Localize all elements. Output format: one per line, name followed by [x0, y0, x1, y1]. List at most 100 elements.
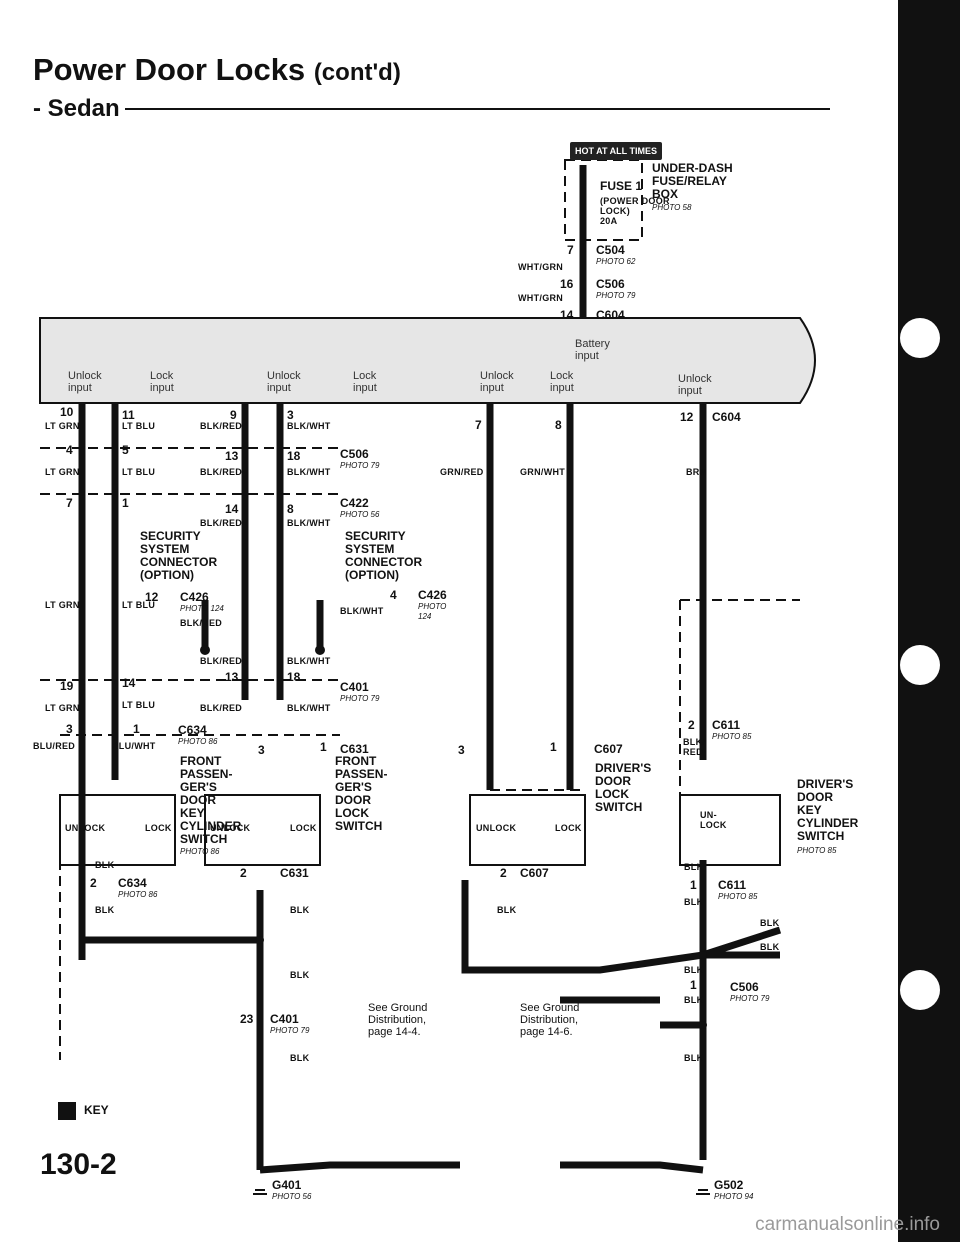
pin-13-c401: 13 — [225, 670, 239, 684]
wire-lt-grn-4: LT GRN — [45, 703, 80, 713]
c426b-label: C426 — [418, 588, 447, 602]
wire-grn-wht: GRN/WHT — [520, 467, 566, 477]
unlock-1: UNLOCK — [65, 823, 106, 833]
watermark: carmanualsonline.info — [755, 1214, 940, 1235]
front-pass-lock-switch-label: FRONT PASSEN- GER'S DOOR LOCK SWITCH — [335, 754, 388, 833]
c504-wire: WHT/GRN — [518, 262, 564, 272]
wire-blk-14: BLK — [684, 1053, 704, 1063]
page-number: 130-2 — [40, 1148, 117, 1181]
pin-1-c631: 1 — [320, 740, 327, 754]
c504-pin: 7 — [567, 243, 574, 257]
pin-18: 18 — [287, 449, 301, 463]
g401-photo: PHOTO 56 — [272, 1192, 312, 1201]
pin-2-c611: 2 — [688, 718, 695, 732]
wire-lt-blu-1: LT BLU — [122, 421, 156, 431]
pin-18-c401: 18 — [287, 670, 301, 684]
wire-blk-wht-3: BLK/WHT — [287, 518, 331, 528]
wire-blk-8: BLK — [760, 942, 780, 952]
c506-top-photo: PHOTO 79 — [596, 291, 636, 300]
c607-label: C607 — [594, 742, 623, 756]
wire-blu-wht: BLU/WHT — [112, 741, 156, 751]
c426-label: C426 — [180, 590, 209, 604]
wire-lt-grn-2: LT GRN — [45, 467, 80, 477]
c426b-photo-2: 124 — [418, 612, 432, 621]
unlock-2: UNLOCK — [210, 823, 251, 833]
pin-12-c426: 12 — [145, 590, 159, 604]
wire-blk-4: BLK — [497, 905, 517, 915]
pin-7: 7 — [475, 418, 482, 432]
c426-photo: PHOTO 124 — [180, 604, 224, 613]
g401-label: G401 — [272, 1178, 302, 1192]
c426b-photo-1: PHOTO — [418, 602, 447, 611]
pin-1-c634: 1 — [133, 722, 140, 736]
wire-blk-3: BLK — [290, 905, 310, 915]
c506-top-pin: 16 — [560, 277, 574, 291]
binder-hole-1 — [900, 318, 940, 358]
c506-top-label: C506 — [596, 277, 625, 291]
wire-lt-grn-3: LT GRN — [45, 600, 80, 610]
pin-8-c422: 8 — [287, 502, 294, 516]
wire-blk-red-5: BLK/RED — [200, 656, 243, 666]
pin-19: 19 — [60, 679, 74, 693]
lock-3: LOCK — [555, 823, 582, 833]
unlock-4: UN- LOCK — [700, 810, 727, 830]
pin-1-c611b: 1 — [690, 878, 697, 892]
driver-lock-switch-box — [469, 794, 586, 866]
wire-blk-red-6: BLK/RED — [200, 703, 243, 713]
c604-top-label: C604 — [596, 308, 625, 322]
c611b-label: C611 — [718, 878, 747, 892]
wire-blk-1: BLK — [95, 860, 115, 870]
wire-blk-6: BLK — [684, 897, 704, 907]
pin-2-c634b: 2 — [90, 876, 97, 890]
c401-photo: PHOTO 79 — [340, 694, 380, 703]
pin-23: 23 — [240, 1012, 254, 1026]
wire-blk-red-3: BLK/RED — [200, 518, 243, 528]
c504-photo: PHOTO 62 — [596, 257, 636, 266]
pin-3-c634: 3 — [66, 722, 73, 736]
c422-label: C422 — [340, 496, 369, 510]
c634b-label: C634 — [118, 876, 147, 890]
pin-2-c631b: 2 — [240, 866, 247, 880]
front-pass-key-switch-photo: PHOTO 86 — [180, 847, 220, 856]
c401b-label: C401 — [270, 1012, 299, 1026]
driver-key-switch-photo: PHOTO 85 — [797, 846, 837, 855]
pin-11: 11 — [122, 408, 135, 422]
driver-lock-switch-label: DRIVER'S DOOR LOCK SWITCH — [595, 761, 652, 814]
c631-label: C631 — [340, 742, 369, 756]
wire-blk-wht-4: BLK/WHT — [340, 606, 384, 616]
c634-photo: PHOTO 86 — [178, 737, 218, 746]
pin-7-c422: 7 — [66, 496, 73, 510]
wire-blk-red-4: BLK/RED — [180, 618, 223, 628]
c611-top-photo: PHOTO 85 — [712, 732, 752, 741]
driver-key-switch-box — [679, 794, 781, 866]
wire-blk-11: BLK — [684, 995, 704, 1005]
front-pass-key-switch-label: FRONT PASSEN- GER'S DOOR KEY CYLINDER SW… — [180, 754, 242, 846]
wire-blk-9: BLK — [290, 970, 310, 980]
pin-9: 9 — [230, 408, 237, 422]
pin-1-c607: 1 — [550, 740, 557, 754]
c506-top-wire: WHT/GRN — [518, 293, 564, 303]
under-dash-box-photo: PHOTO 58 — [652, 203, 692, 212]
security-connector-2: SECURITY SYSTEM CONNECTOR (OPTION) — [345, 529, 423, 582]
wire-blk-wht-1: BLK/WHT — [287, 421, 331, 431]
security-connector-1: SECURITY SYSTEM CONNECTOR (OPTION) — [140, 529, 218, 582]
wire-blk-red-vertical: BLK/ RED — [683, 737, 706, 757]
wire-blk-wht-6: BLK/WHT — [287, 703, 331, 713]
wire-blk-5: BLK — [684, 862, 704, 872]
pin-1-c422: 1 — [122, 496, 129, 510]
c506b-label: C506 — [730, 980, 759, 994]
lock-1: LOCK — [145, 823, 172, 833]
pin-3-c607: 3 — [458, 743, 465, 757]
unlock-3: UNLOCK — [476, 823, 517, 833]
wire-blk-wht-2: BLK/WHT — [287, 467, 331, 477]
wire-lt-blu-4: LT BLU — [122, 700, 156, 710]
c401-label: C401 — [340, 680, 369, 694]
